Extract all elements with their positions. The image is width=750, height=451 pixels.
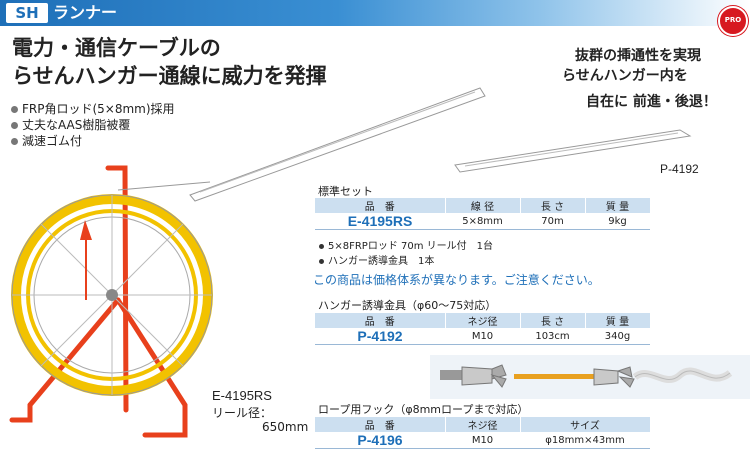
tagline-line-2: らせんハンガー内を bbox=[562, 68, 688, 84]
table-header-row: 品 番 ネジ径 サイズ bbox=[315, 417, 651, 432]
feature-item: FRP角ロッド(5×8mm)採用 bbox=[10, 101, 175, 117]
product-title: ランナー bbox=[53, 3, 118, 22]
rope-hook-title: ロープ用フック（φ8mmロープまで対応） bbox=[318, 403, 529, 416]
table-cell: 9kg bbox=[585, 213, 650, 230]
table-cell: 340g bbox=[585, 328, 650, 345]
table-cell: M10 bbox=[445, 432, 520, 449]
rope-hook-table: 品 番 ネジ径 サイズ P-4196 M10 φ18mm×43mm bbox=[315, 417, 651, 449]
table-row: P-4192 M10 103cm 340g bbox=[315, 328, 650, 345]
table-cell: M10 bbox=[445, 328, 520, 345]
set-contents-notes: 5×8FRPロッド 70m リール付 1台 ハンガー誘導金具 1本 bbox=[318, 239, 493, 269]
headline-line-2: らせんハンガー通線に威力を発揮 bbox=[12, 64, 327, 88]
product-code: E-4195RS bbox=[315, 213, 445, 230]
hanger-guide-illustration bbox=[189, 87, 692, 202]
hook-illustration bbox=[440, 364, 733, 388]
table-row: P-4196 M10 φ18mm×43mm bbox=[315, 432, 650, 449]
column-header: 質 量 bbox=[585, 198, 651, 213]
table-row: E-4195RS 5×8mm 70m 9kg bbox=[315, 213, 650, 230]
header-bar: SH ランナー bbox=[0, 0, 750, 26]
table-cell: φ18mm×43mm bbox=[520, 432, 650, 449]
column-header: 線 径 bbox=[445, 198, 521, 213]
column-header: 品 番 bbox=[315, 417, 446, 432]
table-cell: 5×8mm bbox=[445, 213, 520, 230]
column-header: ネジ径 bbox=[445, 313, 521, 328]
column-header: 品 番 bbox=[315, 198, 446, 213]
hanger-guide-label: P-4192 bbox=[660, 162, 699, 176]
standard-set-title: 標準セット bbox=[318, 185, 373, 198]
feature-item: 丈夫なAAS樹脂被覆 bbox=[10, 117, 175, 133]
standard-set-table: 品 番 線 径 長 さ 質 量 E-4195RS 5×8mm 70m 9kg bbox=[315, 198, 651, 230]
table-header-row: 品 番 ネジ径 長 さ 質 量 bbox=[315, 313, 651, 328]
hanger-guide-table: 品 番 ネジ径 長 さ 質 量 P-4192 M10 103cm 340g bbox=[315, 313, 651, 345]
reel-illustration bbox=[9, 165, 213, 438]
reel-model-label: E-4195RS bbox=[212, 388, 272, 403]
headline-line-1: 電力・通信ケーブルの bbox=[12, 36, 221, 60]
table-cell: 70m bbox=[520, 213, 585, 230]
reel-diameter-label: リール径： bbox=[212, 406, 273, 420]
column-header: 長 さ bbox=[520, 313, 586, 328]
tagline-line-3: 自在に 前進・後退！ bbox=[586, 94, 717, 110]
feature-list: FRP角ロッド(5×8mm)採用 丈夫なAAS樹脂被覆 減速ゴム付 bbox=[10, 101, 175, 149]
note-item: 5×8FRPロッド 70m リール付 1台 bbox=[318, 239, 493, 254]
column-header: 質 量 bbox=[585, 313, 651, 328]
tagline-line-1: 抜群の挿通性を実現 bbox=[575, 48, 701, 64]
reel-diameter-value: 650mm bbox=[262, 420, 309, 434]
hanger-guide-title: ハンガー誘導金具（φ60～75対応） bbox=[318, 299, 497, 312]
column-header: サイズ bbox=[520, 417, 651, 432]
column-header: 品 番 bbox=[315, 313, 446, 328]
pro-badge: PRO bbox=[718, 6, 748, 36]
note-item: ハンガー誘導金具 1本 bbox=[318, 254, 493, 269]
price-warning: この商品は価格体系が異なります。ご注意ください。 bbox=[313, 273, 600, 287]
brand-logo: SH bbox=[6, 3, 48, 23]
table-header-row: 品 番 線 径 長 さ 質 量 bbox=[315, 198, 651, 213]
feature-item: 減速ゴム付 bbox=[10, 133, 175, 149]
column-header: ネジ径 bbox=[445, 417, 521, 432]
table-cell: 103cm bbox=[520, 328, 585, 345]
product-code: P-4192 bbox=[315, 328, 445, 345]
column-header: 長 さ bbox=[520, 198, 586, 213]
product-code: P-4196 bbox=[315, 432, 445, 449]
